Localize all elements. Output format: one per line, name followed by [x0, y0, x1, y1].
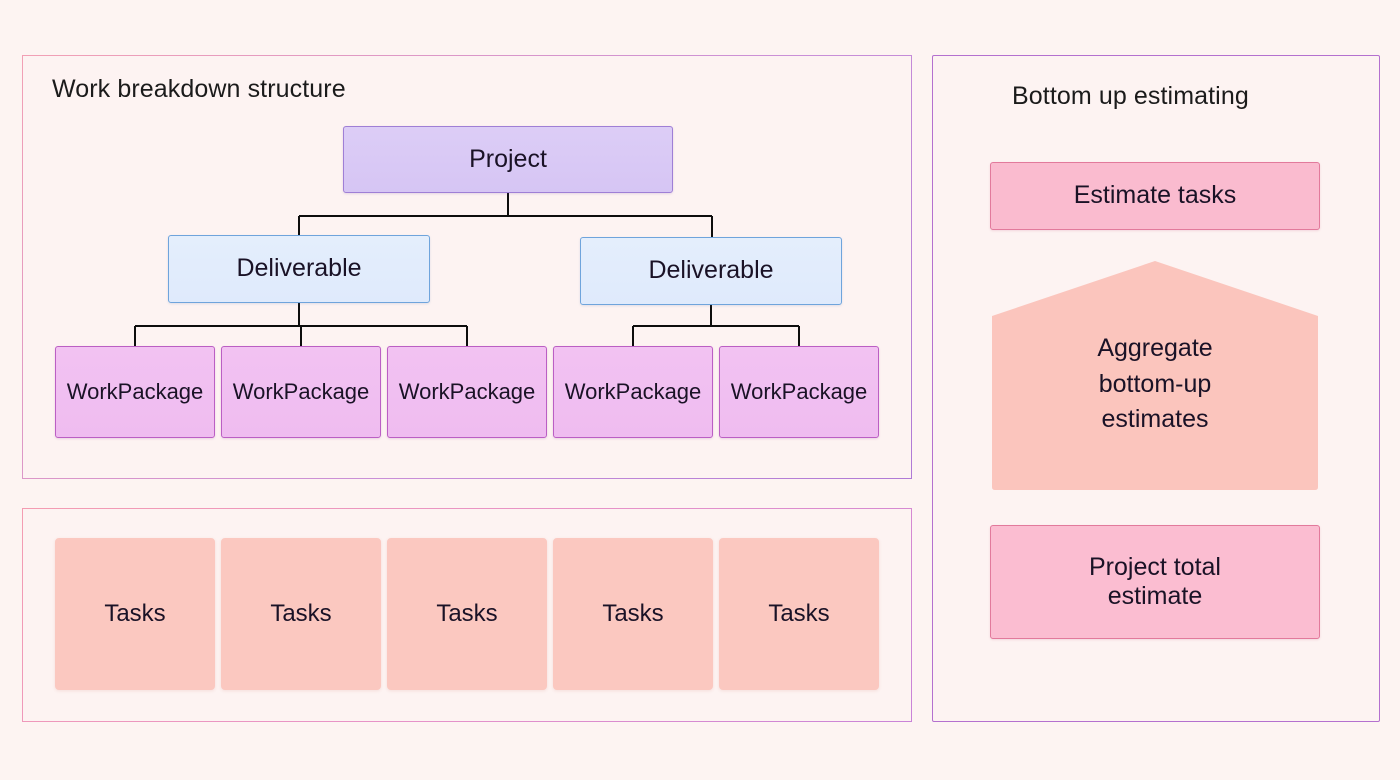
node-project-total-estimate[interactable]: Project total estimate	[990, 525, 1320, 639]
node-deliverable-1[interactable]: Deliverable	[168, 235, 430, 303]
project-total-line-1: Project total	[1088, 552, 1221, 581]
node-estimate-tasks[interactable]: Estimate tasks	[990, 162, 1320, 230]
up-arrow-pentagon-icon	[992, 261, 1318, 490]
node-aggregate-bottom-up-estimates[interactable]: Aggregate bottom-up estimates	[990, 259, 1320, 491]
node-task-2[interactable]: Tasks	[221, 538, 381, 690]
node-task-1[interactable]: Tasks	[55, 538, 215, 690]
node-task-5[interactable]: Tasks	[719, 538, 879, 690]
project-total-line-2: estimate	[1107, 582, 1203, 610]
estimating-panel-title: Bottom up estimating	[1012, 82, 1249, 110]
wbs-panel-title: Work breakdown structure	[52, 75, 346, 103]
node-project[interactable]: Project	[343, 126, 673, 193]
node-task-3[interactable]: Tasks	[387, 538, 547, 690]
node-deliverable-2[interactable]: Deliverable	[580, 237, 842, 305]
node-task-4[interactable]: Tasks	[553, 538, 713, 690]
